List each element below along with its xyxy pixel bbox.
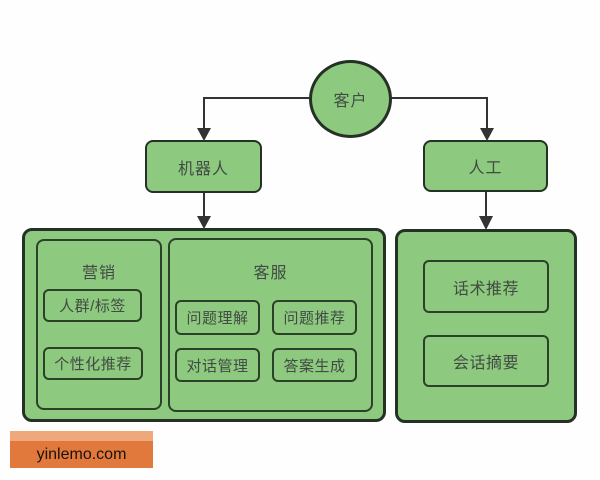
- node-robot: 机器人: [145, 140, 262, 193]
- node-crowd-tags: 人群/标签: [43, 289, 142, 322]
- node-customer: 客户: [309, 60, 392, 138]
- arrow-down-icon: [479, 216, 493, 230]
- node-dialog-management-label: 对话管理: [186, 357, 249, 375]
- watermark-text-bar: yinlemo.com: [10, 441, 153, 468]
- node-robot-label: 机器人: [177, 160, 229, 178]
- group-customer-service-title: 客服: [253, 265, 288, 282]
- node-crowd-tags-label: 人群/标签: [59, 298, 126, 315]
- node-customer-label: 客户: [333, 93, 368, 110]
- node-question-understanding: 问题理解: [175, 300, 260, 335]
- node-answer-generation: 答案生成: [272, 348, 357, 382]
- node-question-recommendation: 问题推荐: [272, 300, 357, 335]
- watermark-text: yinlemo.com: [36, 445, 127, 463]
- node-personalized-recommendation-label: 个性化推荐: [54, 356, 132, 373]
- group-marketing-title: 营销: [81, 265, 116, 282]
- node-script-recommendation: 话术推荐: [423, 260, 549, 313]
- node-human-label: 人工: [468, 160, 503, 177]
- node-session-summary-label: 会话摘要: [452, 355, 519, 372]
- node-question-understanding-label: 问题理解: [186, 310, 249, 327]
- node-session-summary: 会话摘要: [423, 335, 549, 387]
- node-script-recommendation-label: 话术推荐: [452, 280, 519, 298]
- connector-customer-human: [391, 97, 488, 129]
- node-dialog-management: 对话管理: [175, 348, 260, 382]
- node-question-recommendation-label: 问题推荐: [283, 310, 346, 327]
- watermark-banner: yinlemo.com: [10, 431, 153, 468]
- connector-customer-robot: [203, 97, 311, 129]
- group-marketing: [36, 239, 162, 410]
- panel-human-capabilities: [395, 229, 577, 423]
- watermark-strip: [10, 431, 153, 441]
- node-human: 人工: [423, 140, 548, 192]
- node-personalized-recommendation: 个性化推荐: [43, 347, 143, 380]
- node-answer-generation-label: 答案生成: [283, 357, 346, 375]
